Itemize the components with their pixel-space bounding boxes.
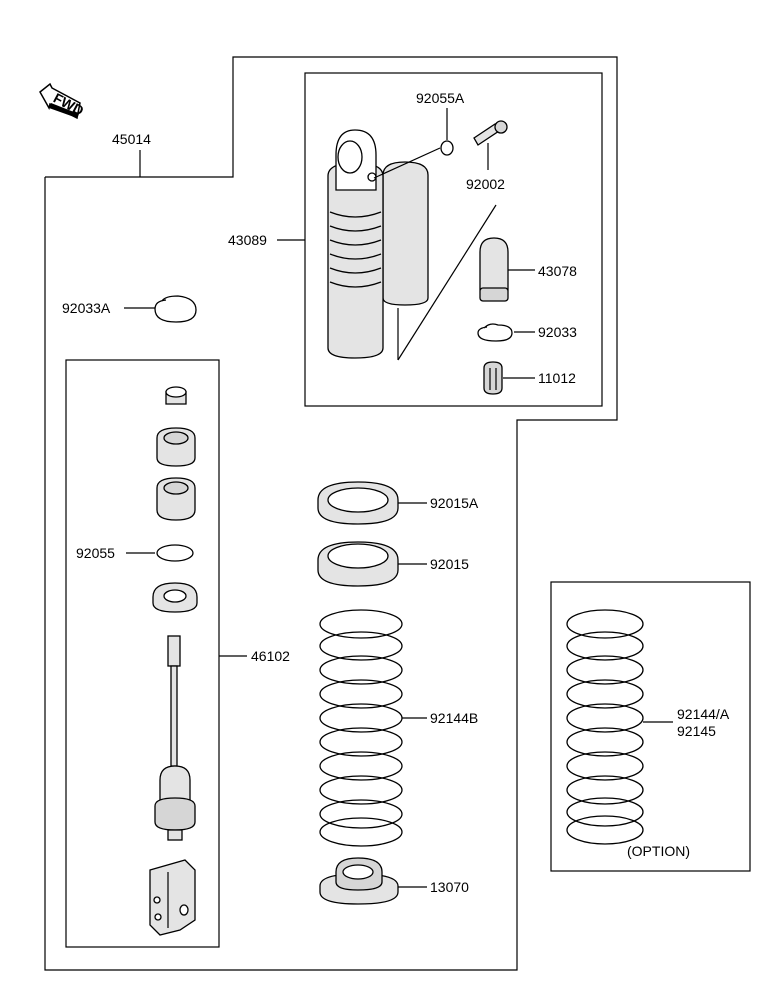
shock-body-part (327, 129, 497, 361)
label-92002: 92002 (466, 176, 505, 192)
label-92015A: 92015A (430, 495, 479, 511)
label-92033A: 92033A (62, 300, 111, 316)
locknut-92015 (317, 541, 427, 587)
spring-seat-13070 (319, 857, 427, 905)
label-92144A: 92144/A (677, 706, 730, 722)
circlip-92033A (124, 295, 197, 323)
cap-11012 (483, 361, 535, 395)
spring-option (566, 609, 644, 845)
circlip-92033 (477, 323, 535, 342)
damper-rod-box (65, 359, 220, 948)
damper-rod-parts (149, 386, 198, 936)
label-11012: 11012 (538, 370, 576, 386)
bolt-92002 (473, 120, 508, 170)
main-assembly-outline (44, 56, 618, 971)
label-45014: 45014 (112, 131, 151, 147)
label-92144B: 92144B (430, 710, 478, 726)
option-label: (OPTION) (627, 843, 690, 859)
o-ring-92055A (440, 108, 454, 156)
spring-92144B (319, 609, 403, 847)
label-13070: 13070 (430, 879, 469, 895)
label-92145: 92145 (677, 723, 716, 739)
option-spring-box (550, 581, 751, 872)
label-46102: 46102 (251, 648, 290, 664)
label-43089: 43089 (228, 232, 267, 248)
label-92033: 92033 (538, 324, 577, 340)
locknut-92015A (317, 481, 427, 525)
label-92055: 92055 (76, 545, 115, 561)
bladder-43078 (479, 237, 535, 302)
label-92055A: 92055A (416, 90, 465, 106)
forward-arrow-icon: FWD (39, 82, 86, 120)
label-43078: 43078 (538, 263, 577, 279)
label-92015: 92015 (430, 556, 469, 572)
